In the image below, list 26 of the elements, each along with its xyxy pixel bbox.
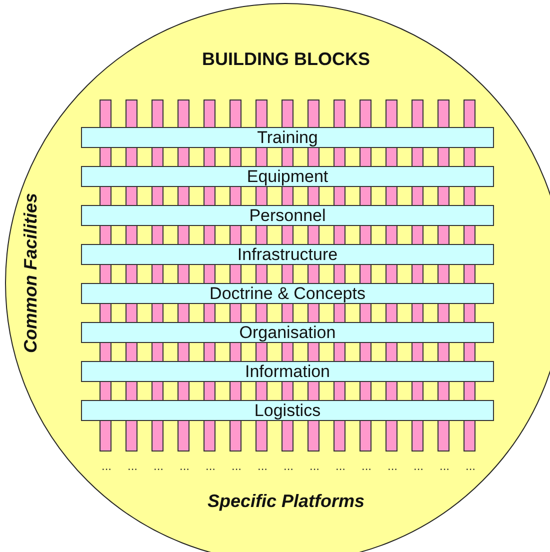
building-block-band: Equipment — [81, 166, 494, 187]
building-block-band: Infrastructure — [81, 244, 494, 265]
side-label: Common Facilities — [20, 192, 42, 354]
ellipsis-label: ... — [230, 459, 242, 473]
ellipsis-label: ... — [204, 459, 216, 473]
heading: BUILDING BLOCKS — [201, 49, 371, 70]
ellipsis-label: ... — [438, 459, 450, 473]
ellipsis-label: ... — [464, 459, 476, 473]
ellipsis-label: ... — [282, 459, 294, 473]
ellipsis-label: ... — [178, 459, 190, 473]
ellipsis-label: ... — [412, 459, 424, 473]
building-block-band: Personnel — [81, 205, 494, 226]
ellipsis-label: ... — [360, 459, 372, 473]
ellipsis-label: ... — [308, 459, 320, 473]
ellipsis-label: ... — [256, 459, 268, 473]
ellipsis-label: ... — [386, 459, 398, 473]
ellipsis-label: ... — [126, 459, 138, 473]
ellipsis-label: ... — [152, 459, 164, 473]
building-block-band: Doctrine & Concepts — [81, 283, 494, 304]
bottom-label: Specific Platforms — [206, 491, 366, 512]
ellipsis-label: ... — [100, 459, 112, 473]
building-block-band: Organisation — [81, 322, 494, 343]
building-block-band: Logistics — [81, 400, 494, 421]
building-block-band: Training — [81, 127, 494, 148]
building-block-band: Information — [81, 361, 494, 382]
ellipsis-label: ... — [334, 459, 346, 473]
